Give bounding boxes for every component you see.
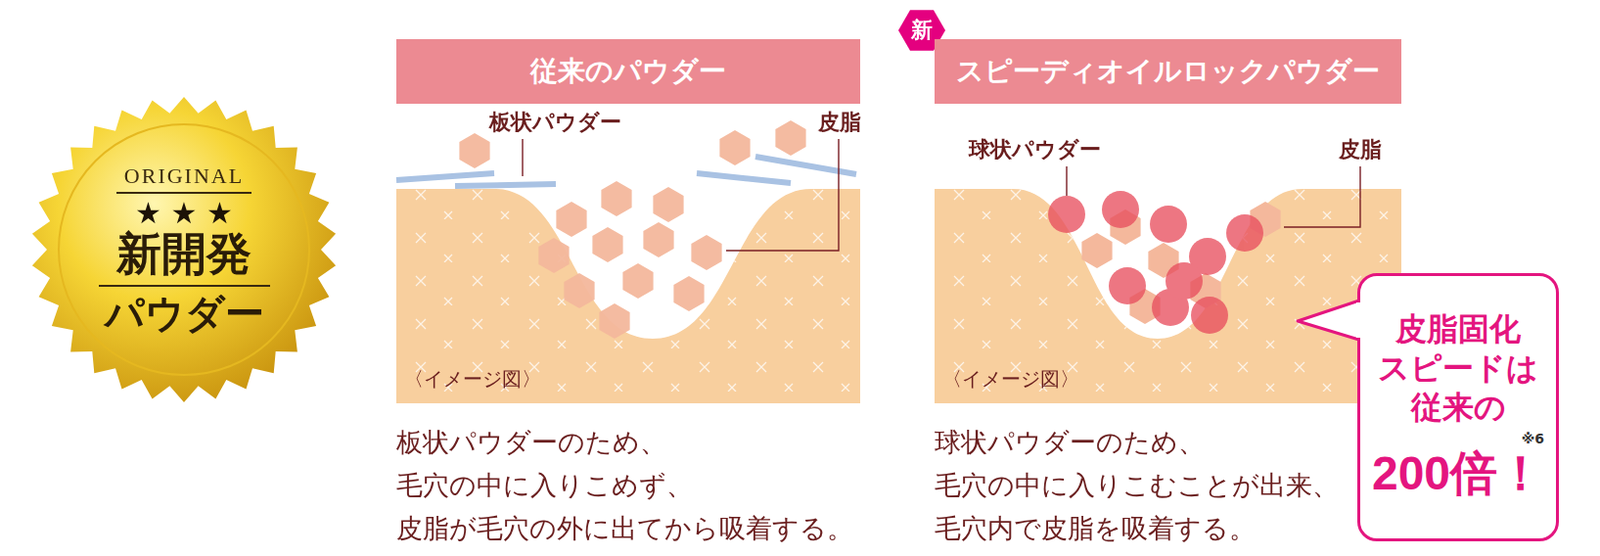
skin xyxy=(396,188,861,404)
leaders-right xyxy=(1066,166,1361,228)
skin xyxy=(934,188,1402,404)
new-mark: 新 xyxy=(911,15,933,46)
sphere xyxy=(1101,190,1140,229)
leader-line xyxy=(1283,166,1361,228)
skin-texture-fill xyxy=(396,188,861,404)
sebum-hexagon xyxy=(592,227,623,263)
plate-powder xyxy=(396,156,857,186)
sphere xyxy=(1165,262,1203,300)
sebum-hexagon xyxy=(673,275,704,312)
sphere xyxy=(1108,267,1146,305)
seal-title: 新開発 xyxy=(116,229,252,280)
sebum-hexagon xyxy=(622,263,653,299)
seal-stars: ★ ★ ★ xyxy=(135,195,233,230)
part-label: 球状パウダー xyxy=(968,135,1101,165)
sebum-hexagon xyxy=(775,120,806,156)
sphere xyxy=(1048,195,1086,233)
header-band: スピーディオイルロックパウダー xyxy=(934,39,1402,104)
plate xyxy=(696,173,791,183)
leader-line xyxy=(521,138,523,177)
left-sebum xyxy=(458,120,806,339)
body-text: 球状パウダーのため、 毛穴の中に入りこむことが出来、 毛穴内で皮脂を吸着する。 xyxy=(934,420,1356,550)
seal-starburst xyxy=(32,96,336,403)
sebum-hexagon xyxy=(538,237,569,274)
illustration-panel: 板状パウダー 皮脂〈イメージ図〉 xyxy=(396,90,861,404)
leaders-left xyxy=(522,138,839,251)
header-text: 従来のパウダー xyxy=(530,52,727,91)
seal-badge: ORIGINAL★ ★ ★新開発パウダー xyxy=(30,95,338,404)
callout-bubble: 皮脂固化 スピードは 従来の ※6200倍！ xyxy=(1357,273,1559,542)
sebum-hexagon xyxy=(719,130,750,166)
plate xyxy=(396,173,495,181)
spherical-powder xyxy=(1048,190,1264,334)
sebum-hexagon xyxy=(598,303,630,339)
callout-number: 200倍！ xyxy=(1371,442,1545,505)
leader-line xyxy=(726,138,839,251)
footnote-mark: ※6 xyxy=(1521,430,1545,447)
panel-ground xyxy=(396,90,861,404)
seal-original: ORIGINAL xyxy=(116,163,252,194)
image-note: 〈イメージ図〉 xyxy=(942,365,1080,393)
sebum-hexagon xyxy=(563,273,595,309)
part-label: 皮脂 xyxy=(818,107,862,138)
image-note: 〈イメージ図〉 xyxy=(404,365,542,393)
sphere xyxy=(1149,205,1188,243)
sebum-hexagon xyxy=(652,186,684,223)
sebum-hexagon xyxy=(690,234,722,271)
tail-join-patch xyxy=(1356,302,1362,338)
sebum-hexagon xyxy=(642,222,674,258)
skin-texture-fill xyxy=(934,188,1402,404)
sebum-hexagon xyxy=(600,181,632,217)
part-label: 板状パウダー xyxy=(489,107,622,138)
sebum-hexagon xyxy=(458,133,490,169)
bubble-tail xyxy=(1297,299,1363,341)
sphere xyxy=(1226,214,1264,252)
left-illustration xyxy=(396,90,861,404)
callout-text: 皮脂固化 スピードは 従来の xyxy=(1370,309,1547,427)
seal-inner-ring xyxy=(58,124,310,375)
seal-subtitle: パウダー xyxy=(98,284,271,336)
panel-ground xyxy=(934,90,1402,404)
sphere xyxy=(1190,296,1229,334)
plate xyxy=(755,156,857,175)
header-band: 従来のパウダー xyxy=(396,39,861,104)
part-label: 皮脂 xyxy=(1338,135,1382,165)
leader-line xyxy=(1065,166,1067,196)
right-illustration xyxy=(934,90,1402,404)
plate xyxy=(455,183,556,186)
illustration-panel: 球状パウダー 皮脂〈イメージ図〉 xyxy=(934,90,1402,404)
sebum-hexagon xyxy=(1081,232,1112,269)
body-text: 板状パウダーのため、 毛穴の中に入りこめず、 皮脂が毛穴の外に出てから吸着する。 xyxy=(396,420,867,550)
sebum-hexagon xyxy=(555,201,587,237)
header-text: スピーディオイルロックパウダー xyxy=(956,52,1380,91)
